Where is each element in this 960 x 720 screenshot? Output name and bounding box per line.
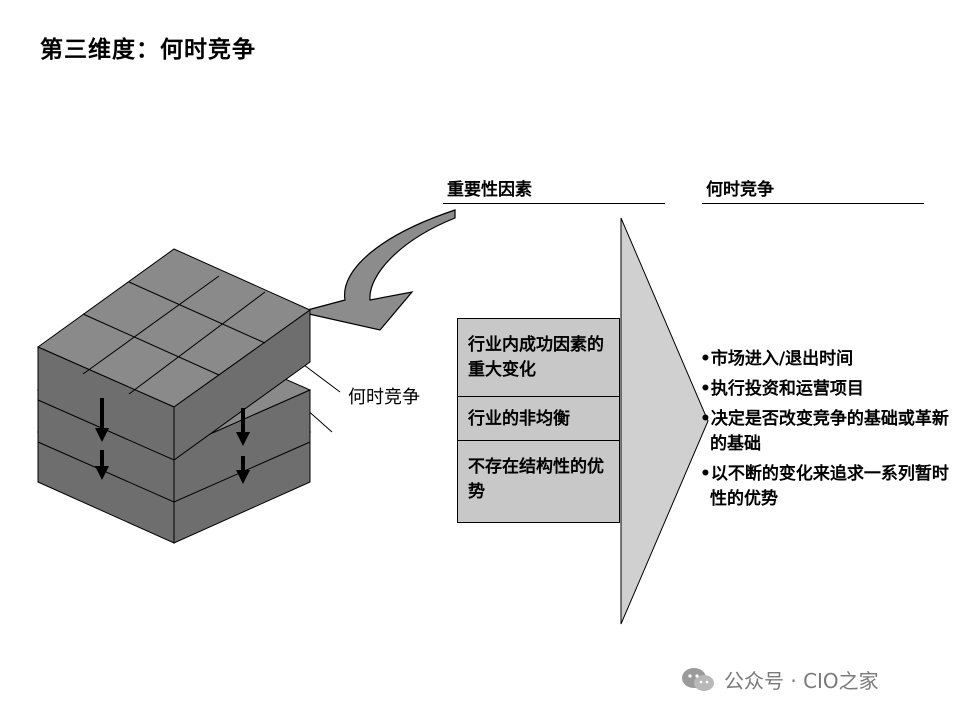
footer-watermark: 公众号 · CIO之家 (680, 665, 879, 694)
big-right-arrow (620, 217, 709, 625)
layer-label: 何时竞争 (348, 387, 420, 408)
down-arrow-3 (95, 450, 109, 480)
slab-top (36, 248, 312, 461)
down-arrow-2 (236, 408, 250, 446)
factor-divider-2 (458, 440, 619, 441)
factors-heading-rule (443, 203, 665, 204)
when-heading-rule (702, 203, 924, 204)
page-title: 第三维度：何时竞争 (40, 37, 256, 63)
factor-3: 不存在结构性的优势 (468, 457, 604, 502)
factor-2: 行业的非均衡 (468, 409, 570, 429)
when-heading: 何时竞争 (706, 180, 774, 200)
bullet-item: •市场进入/退出时间 (700, 349, 854, 369)
bullet-item: •以不断的变化来追求一系列暂时性的优势 (700, 464, 949, 509)
bullet-item: •决定是否改变竞争的基础或革新的基础 (700, 409, 949, 454)
footer-text: 公众号 · CIO之家 (724, 669, 879, 693)
factors-heading: 重要性因素 (447, 180, 532, 200)
leader-line-top (299, 361, 341, 393)
curved-arrow (299, 209, 456, 331)
factors-box: 行业内成功因素的重大变化 行业的非均衡 不存在结构性的优势 (457, 318, 620, 523)
factor-divider-1 (458, 396, 619, 397)
bullet-item: •执行投资和运营项目 (700, 379, 864, 399)
factor-1: 行业内成功因素的重大变化 (468, 335, 604, 380)
when-bullets: •市场进入/退出时间 •执行投资和运营项目 •决定是否改变竞争的基础或革新的基础… (700, 347, 950, 517)
down-arrow-4 (236, 456, 250, 484)
down-arrow-1 (95, 398, 109, 442)
wechat-icon (682, 667, 714, 691)
